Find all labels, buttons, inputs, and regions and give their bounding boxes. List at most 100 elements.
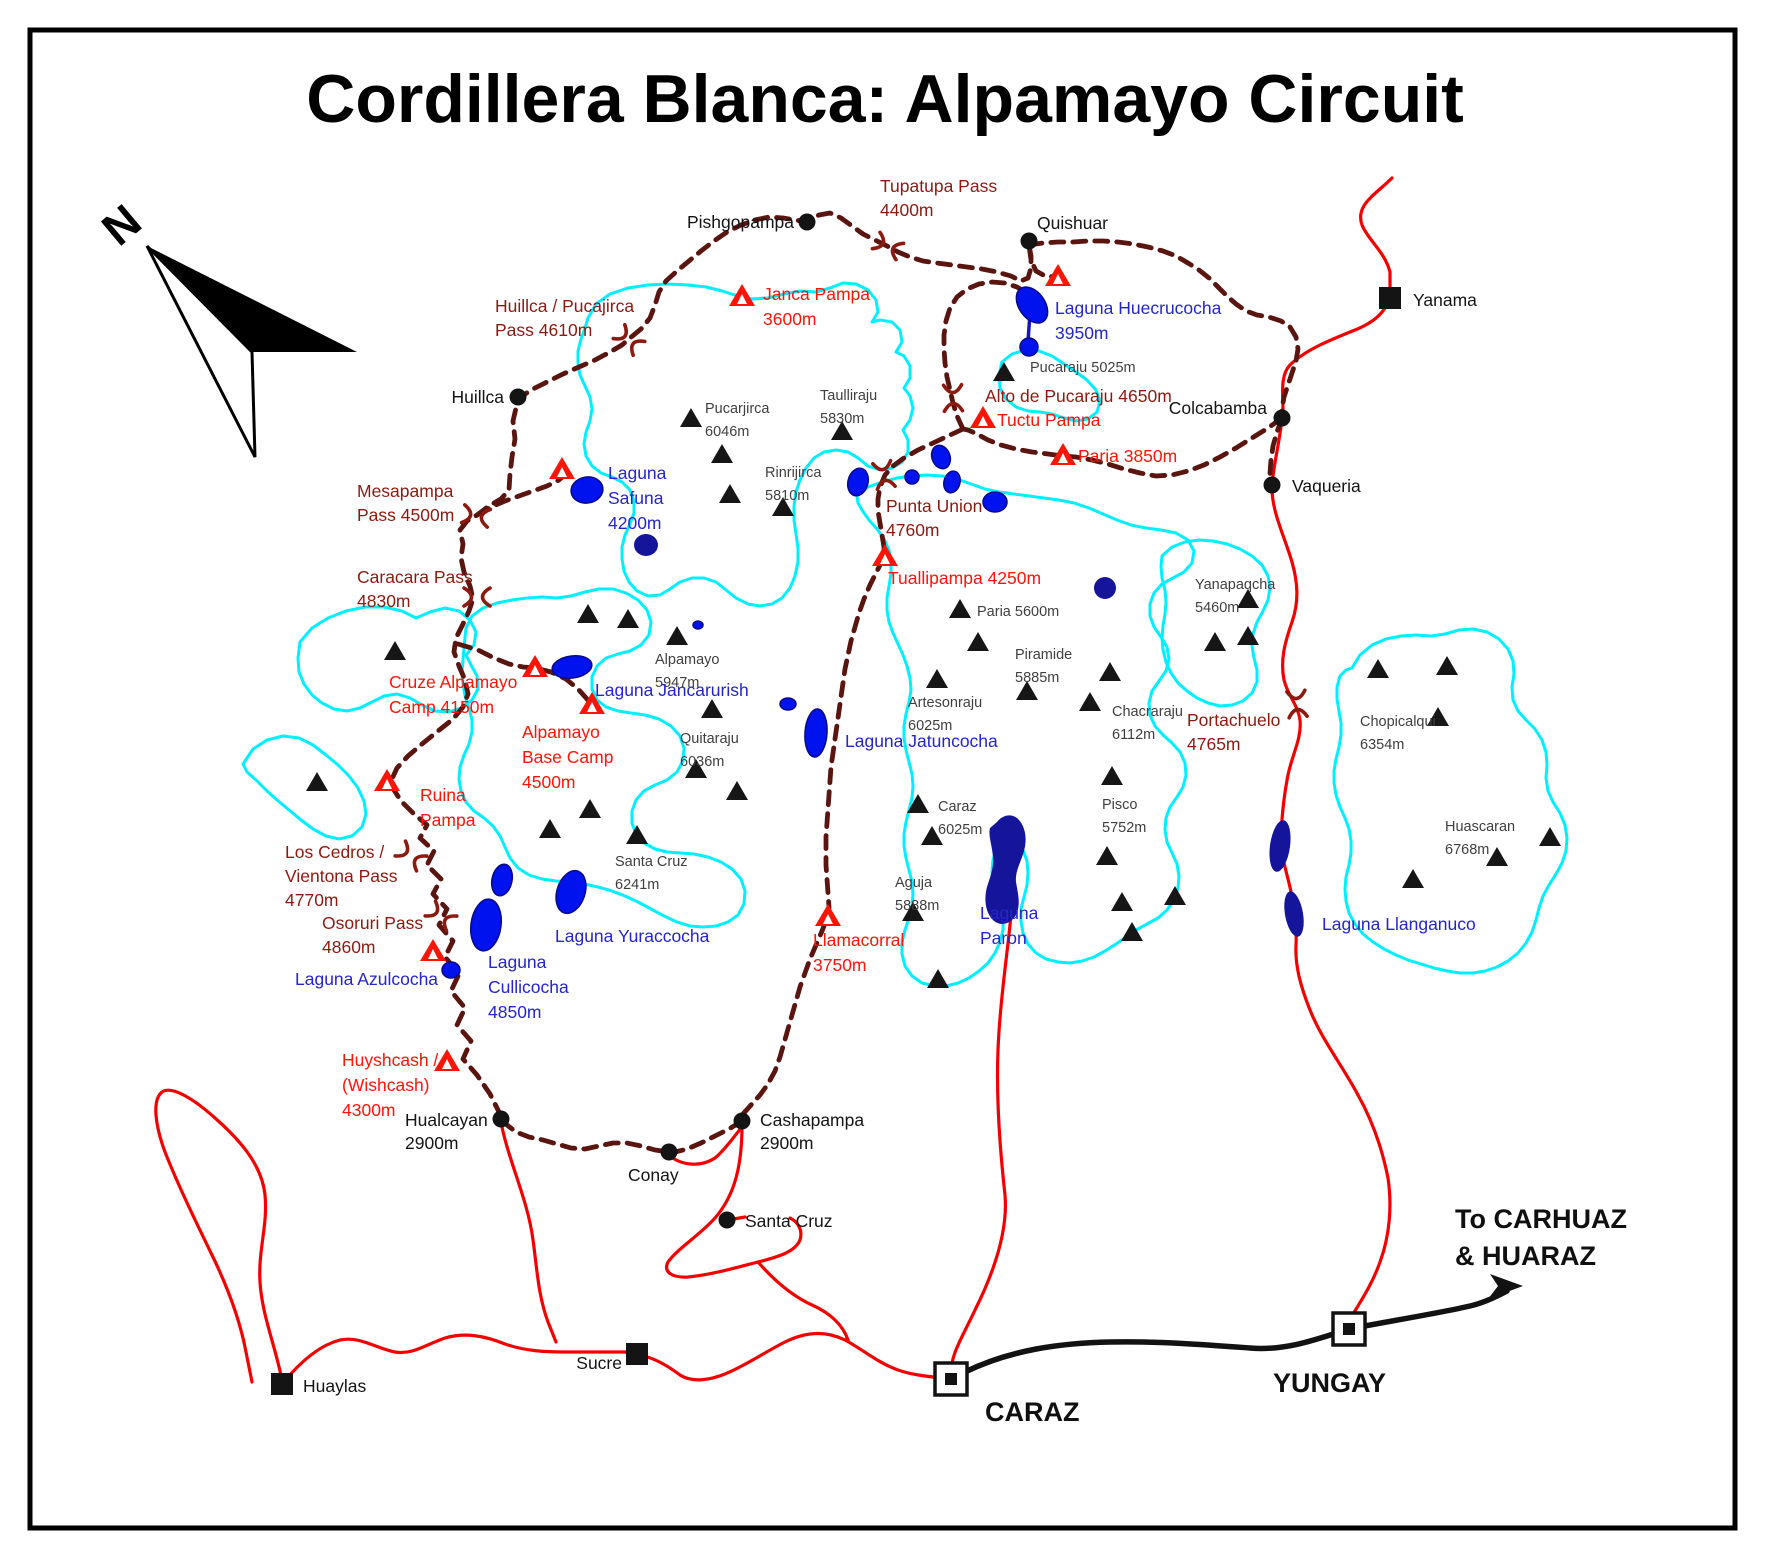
peak-triangle-icon-pisco xyxy=(1101,766,1123,785)
trail-segment-10 xyxy=(1026,242,1059,280)
peak-triangle-icon-unnamed-2 xyxy=(719,484,741,503)
camp-label-tuctu-pampa: Tuctu Pampa xyxy=(997,410,1101,430)
town-dot-cashapampa xyxy=(733,1112,751,1130)
glacier-outline-8 xyxy=(1332,627,1569,975)
town-label-huillca: Huillca xyxy=(451,387,504,407)
peak-triangle-icon-unnamed-4 xyxy=(306,772,328,791)
peak-triangle-icon-unnamed-22 xyxy=(1367,659,1389,678)
punta-union-lake-5-lake xyxy=(982,491,1008,513)
red-road-1 xyxy=(1270,176,1394,1318)
glacier-outline-4 xyxy=(457,587,747,929)
punta-union-lake-1-lake xyxy=(846,467,870,497)
trail-segment-6 xyxy=(739,426,966,1124)
laguna-azulcocha-lake xyxy=(441,961,461,979)
trail-segment-4 xyxy=(960,415,1285,479)
destination-note: To CARHUAZ& HUARAZ xyxy=(1455,1204,1627,1271)
glacier-outline-1 xyxy=(576,281,915,608)
pass-symbol-caracara-pass xyxy=(462,586,492,608)
camp-label-paria: Paria 3850m xyxy=(1078,446,1177,466)
peak-triangle-icon-unnamed-5 xyxy=(577,604,599,623)
pass-bracket-icon xyxy=(480,586,492,608)
pass-symbol-mesapampa-pass xyxy=(459,503,493,529)
town-label-pishgopampa: Pishgopampa xyxy=(687,212,794,232)
pass-symbol-tupatupa-pass xyxy=(870,230,906,262)
trail-segment-5 xyxy=(941,279,1030,432)
map-symbols xyxy=(271,213,1561,1397)
peak-triangle-icon-piramide xyxy=(1016,681,1038,700)
peak-triangle-icon-chopicalqui xyxy=(1427,707,1449,726)
main-highway xyxy=(962,1274,1523,1375)
peak-triangle-icon-unnamed-11 xyxy=(626,825,648,844)
yanapaqcha-lake-lake xyxy=(1094,577,1116,599)
peak-triangle-icon-unnamed-10 xyxy=(539,819,561,838)
laguna-cullicocha-lake xyxy=(469,898,503,952)
laguna-huecrucocha-lake xyxy=(1015,286,1049,324)
peak-triangle-icon-unnamed-3 xyxy=(384,641,406,660)
village-square-huaylas xyxy=(271,1373,293,1395)
city-label-yungay: YUNGAY xyxy=(1273,1368,1386,1398)
red-road-9 xyxy=(280,1331,953,1386)
map-title: Cordillera Blanca: Alpamayo Circuit xyxy=(306,61,1464,137)
lakes xyxy=(441,286,1304,979)
peak-triangle-icon-pucaraju xyxy=(993,362,1015,381)
laguna-jancarurish-label: Laguna Jancarurish xyxy=(595,680,749,700)
highway-arrowhead-icon xyxy=(1488,1274,1523,1299)
pass-bracket-icon xyxy=(611,322,629,341)
red-road-7 xyxy=(667,1125,744,1166)
city-box-dot-caraz xyxy=(945,1373,957,1385)
city-box-dot-yungay xyxy=(1343,1323,1355,1335)
camp-triangle-door-llamacorral xyxy=(823,914,833,924)
peak-triangle-icon-unnamed-21 xyxy=(1237,626,1259,645)
peak-label-pucaraju: Pucaraju 5025m xyxy=(1030,360,1136,376)
peak-triangle-icon-unnamed-6 xyxy=(617,609,639,628)
peak-triangle-icon-pucarjirca xyxy=(680,408,702,427)
pass-bracket-icon xyxy=(870,230,886,251)
glacier-outlines xyxy=(241,281,1569,988)
peak-triangle-icon-unnamed-7 xyxy=(967,632,989,651)
town-dot-santa-cruz xyxy=(718,1211,736,1229)
peak-triangle-icon-yanapaqcha xyxy=(1237,589,1259,608)
pass-bracket-icon xyxy=(442,914,459,933)
laguna-safuna-lower-lake xyxy=(634,534,658,556)
pass-bracket-icon xyxy=(942,401,965,414)
peak-triangle-icon-unnamed-23 xyxy=(1436,656,1458,675)
laguna-llanganuco-upper-lake xyxy=(1269,820,1291,872)
peak-triangle-icon-unnamed-24 xyxy=(1539,827,1561,846)
peak-triangle-icon-unnamed-9 xyxy=(921,826,943,845)
pass-bracket-icon xyxy=(871,458,893,472)
village-label-yanama: Yanama xyxy=(1413,290,1477,310)
camp-triangle-door-janca-pampa xyxy=(737,294,747,304)
peak-triangle-icon-unnamed-25 xyxy=(1486,847,1508,866)
pass-bracket-icon xyxy=(1285,688,1307,701)
peak-triangle-icon-aguja xyxy=(902,902,924,921)
peak-triangle-icon-alpamayo xyxy=(666,626,688,645)
punta-union-lake-3-lake xyxy=(904,469,920,485)
peak-triangle-icon-artesonraju xyxy=(926,669,948,688)
city-label-caraz: CARAZ xyxy=(985,1397,1080,1427)
punta-union-lake-4-lake xyxy=(943,470,961,494)
laguna-yuraccocha-label: Laguna Yuraccocha xyxy=(555,926,710,946)
camp-label-huyshcash-wishcash: Huyshcash /(Wishcash)4300m xyxy=(342,1050,438,1120)
town-label-conay: Conay xyxy=(628,1165,679,1185)
camp-triangle-door-laguna-huecrucocha-camp xyxy=(1053,274,1063,284)
laguna-cullicocha-upper-lake xyxy=(490,863,514,897)
trekking-trails xyxy=(388,210,1301,1155)
town-dot-conay xyxy=(660,1143,678,1161)
peak-triangle-icon-unnamed-12 xyxy=(579,799,601,818)
red-road-4 xyxy=(665,1124,803,1279)
